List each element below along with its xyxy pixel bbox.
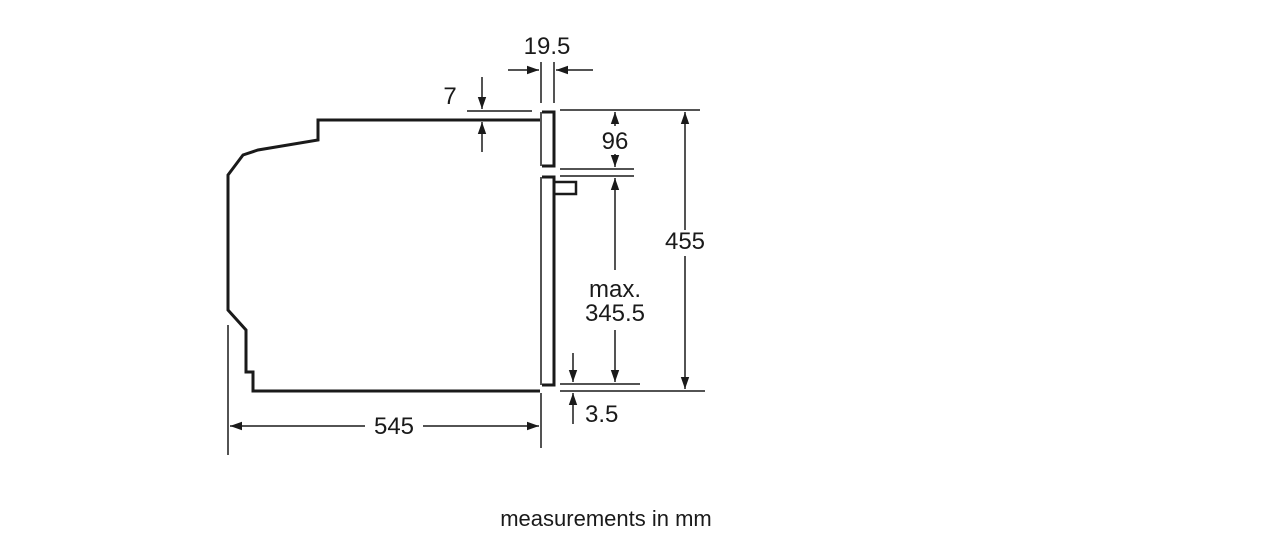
control-panel-front [542, 110, 556, 168]
dim-label-top-offset: 7 [443, 83, 456, 110]
dim-label-door-thickness: 19.5 [524, 33, 571, 60]
dim-label-max: max. [589, 276, 641, 303]
units-caption: measurements in mm [500, 506, 712, 531]
dim-label-total-height: 455 [665, 228, 705, 255]
dim-label-total-depth: 545 [374, 413, 414, 440]
oven-body-outline [226, 118, 540, 393]
oven-door-front [542, 175, 556, 387]
dim-label-control-panel: 96 [602, 128, 629, 155]
door-handle [552, 180, 578, 196]
dim-label-bottom-offset: 3.5 [585, 401, 618, 428]
dim-label-opening-height: 345.5 [585, 300, 645, 327]
